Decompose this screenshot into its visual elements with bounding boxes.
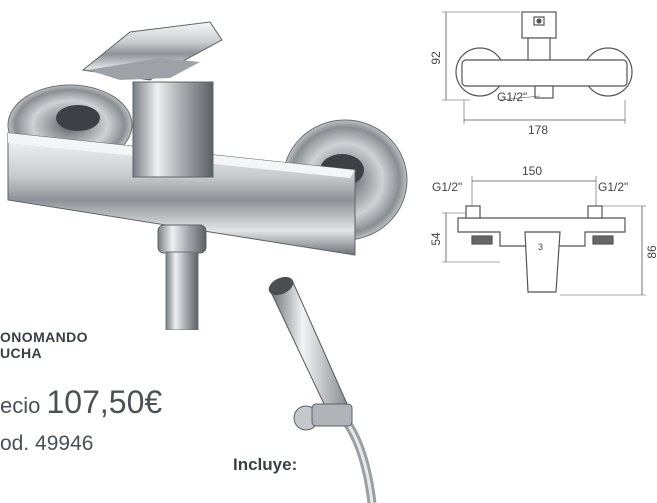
- faucet-photo: [7, 21, 408, 330]
- lever-mark: 3: [538, 242, 543, 252]
- price-value: 107,50€: [46, 384, 163, 420]
- dim-height-92: 92: [429, 51, 443, 65]
- product-title-line1: ONOMANDO: [0, 329, 88, 345]
- dim-width-178: 178: [528, 123, 548, 137]
- dim-thread-left: G1/2": [432, 180, 462, 194]
- product-title-line2: UCHA: [0, 345, 43, 361]
- dim-thread-top: G1/2": [497, 90, 527, 104]
- dim-thread-right: G1/2": [598, 180, 628, 194]
- dim-body-height-54: 54: [429, 232, 443, 246]
- product-code: od. 49946: [0, 432, 94, 455]
- dim-spacing-150: 150: [522, 164, 542, 178]
- dim-total-height-86: 86: [645, 245, 657, 259]
- price-prefix: ecio: [0, 393, 47, 418]
- price-line: ecio 107,50€: [0, 384, 162, 421]
- includes-label: Incluye:: [233, 455, 298, 474]
- product-title: ONOMANDO UCHA: [0, 329, 88, 361]
